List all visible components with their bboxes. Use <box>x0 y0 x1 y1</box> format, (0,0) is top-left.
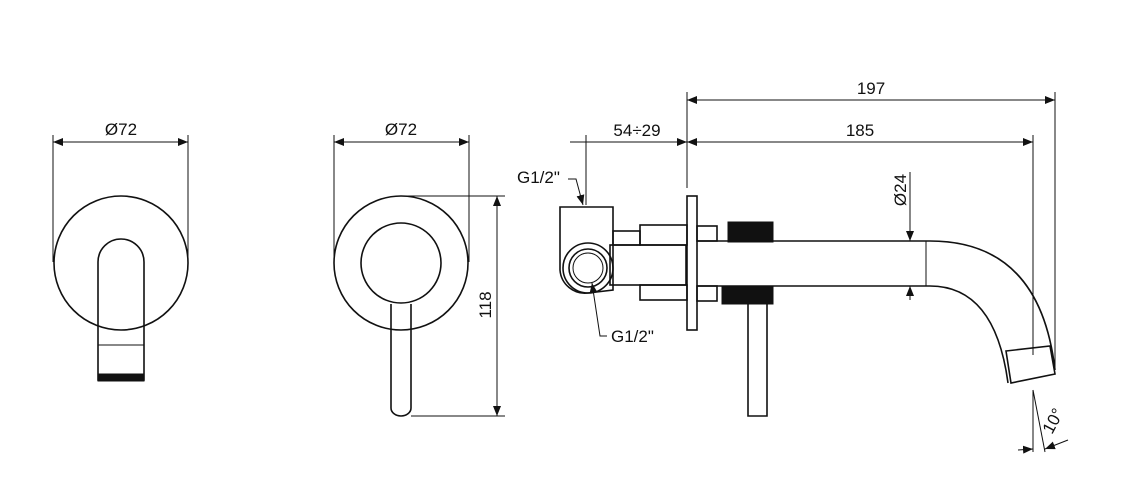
diameter-label: Ø72 <box>385 120 417 139</box>
side-view: 197 185 54÷29 Ø24 G1/2" G1/2" <box>517 79 1069 454</box>
side-lever <box>747 304 768 417</box>
mixer-rosette <box>333 195 469 331</box>
angle-label: 10° <box>1039 405 1068 437</box>
mixer-body <box>360 222 442 304</box>
spout-tip <box>1005 345 1056 384</box>
aerator <box>97 373 145 382</box>
front-view-mixer: Ø72 118 <box>333 120 505 417</box>
nut-bottom <box>721 285 774 305</box>
spout-tube <box>97 238 145 381</box>
pipe-diameter-label: Ø24 <box>891 174 910 206</box>
front-view-spout: Ø72 <box>52 120 189 382</box>
mixer-lever <box>390 304 412 417</box>
inlet-top-label: G1/2" <box>517 168 560 187</box>
connector <box>609 244 687 286</box>
height-label: 118 <box>476 291 495 318</box>
nut-top <box>727 221 774 243</box>
spout-length-label: 185 <box>846 121 874 140</box>
wall-depth-label: 54÷29 <box>613 121 660 140</box>
inlet-bottom-label: G1/2" <box>611 327 654 346</box>
wall-rosette <box>53 195 189 331</box>
total-length-label: 197 <box>857 79 885 98</box>
wall-plate <box>686 195 698 331</box>
diameter-label: Ø72 <box>105 120 137 139</box>
spout-pipe <box>697 240 1056 371</box>
